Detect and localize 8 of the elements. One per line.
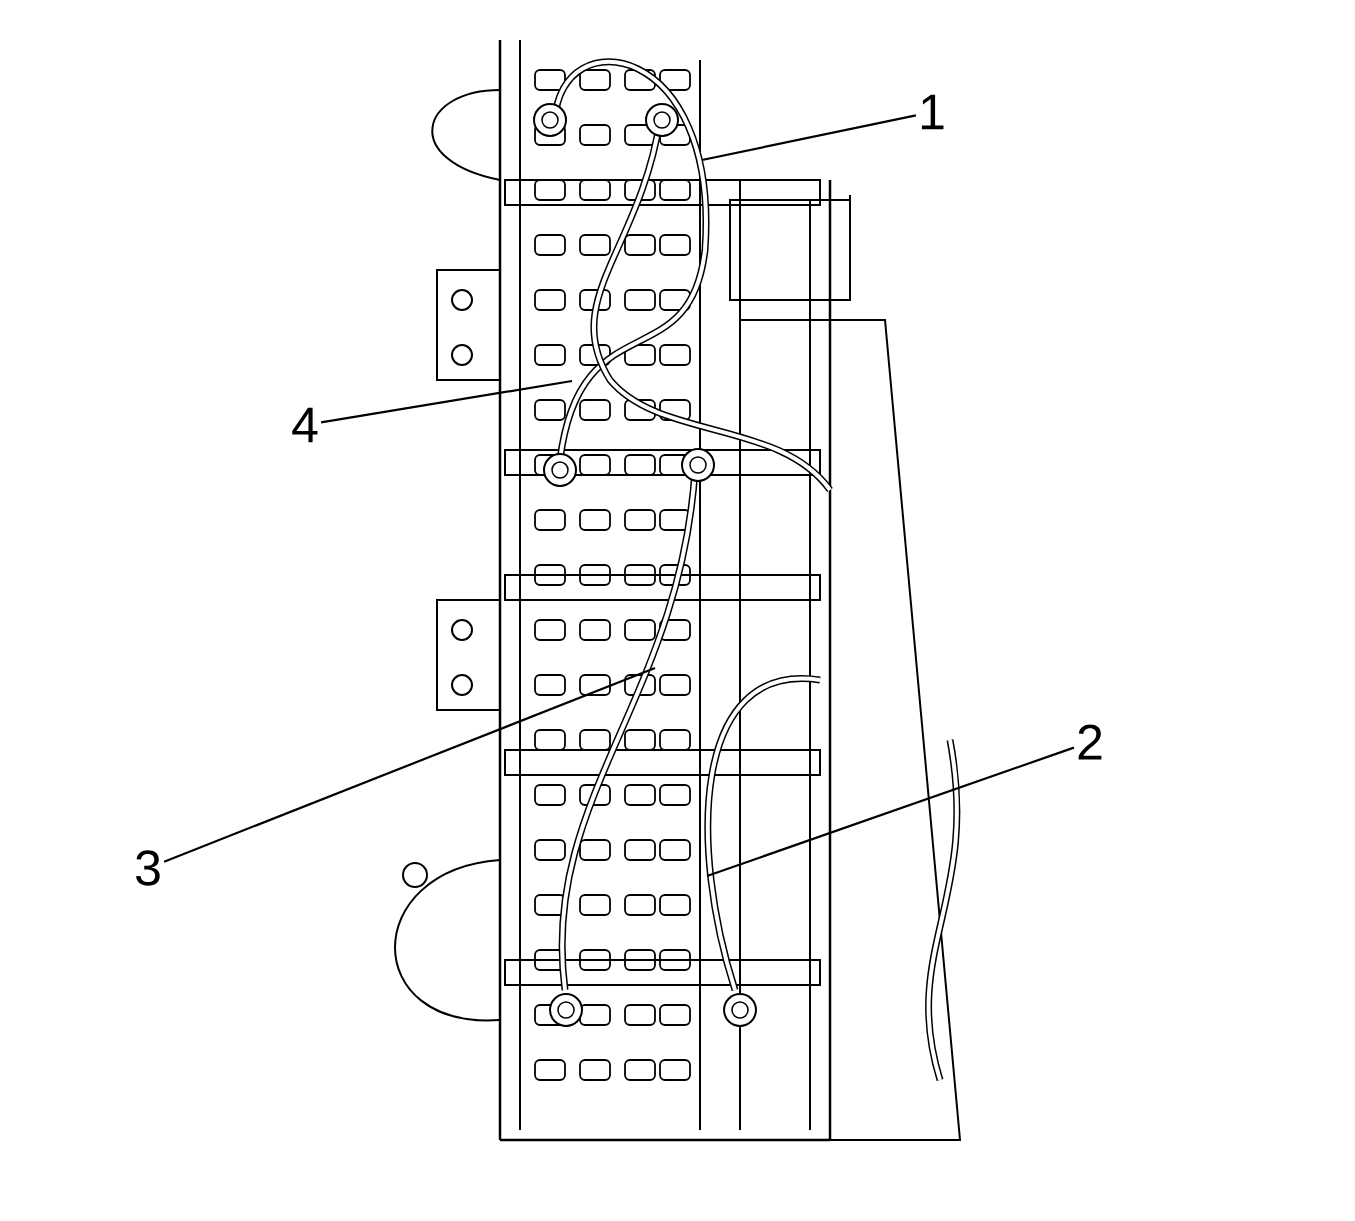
callout-number: 2 bbox=[1078, 724, 1102, 760]
leader-line bbox=[320, 379, 573, 424]
leader-line bbox=[701, 114, 917, 162]
callout-number: 4 bbox=[292, 407, 318, 443]
callout-number: 1 bbox=[921, 94, 944, 130]
callout-number: 3 bbox=[136, 850, 160, 886]
leader-line bbox=[706, 746, 1075, 878]
leader-line bbox=[163, 666, 656, 863]
